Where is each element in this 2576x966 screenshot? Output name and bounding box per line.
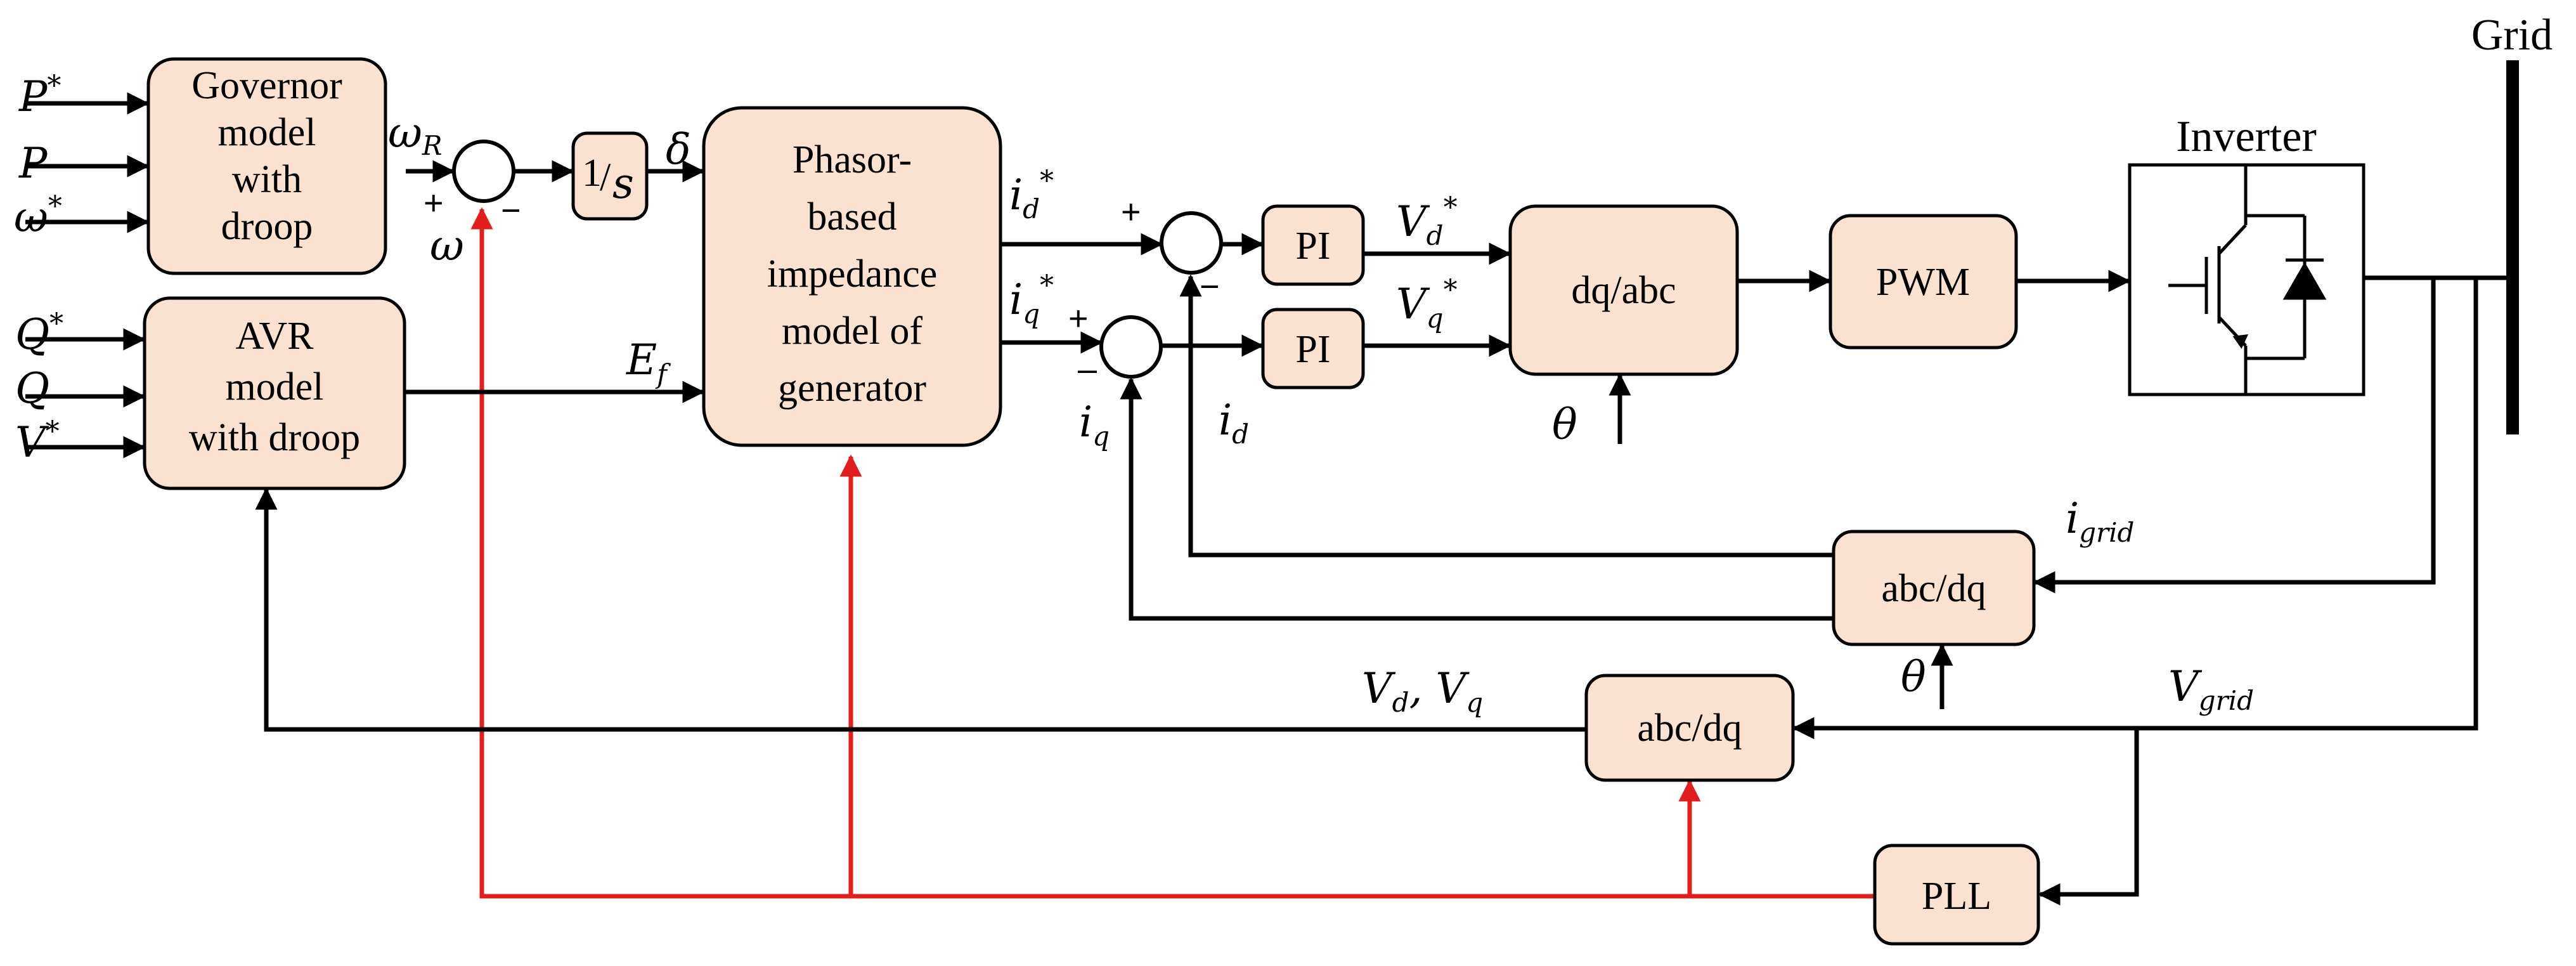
dq-abc-transform-block: dq/abc — [1508, 204, 1739, 376]
phasor-impedance-generator-block: Phasor- based impedance model of generat… — [702, 106, 1002, 447]
phasor-label-line-4: model of — [782, 310, 922, 353]
phasor-label-line-5: generator — [778, 367, 926, 410]
grid-title: Grid — [2471, 11, 2553, 60]
governor-label-line-2: model — [218, 111, 316, 154]
label-id-ref: id* — [1009, 165, 1054, 225]
label-vd-ref: Vd* — [1396, 192, 1458, 251]
inverter-title: Inverter — [2176, 112, 2317, 161]
phasor-label-line-2: based — [807, 195, 896, 238]
summing-junction-id — [1160, 211, 1223, 275]
junction-signs: + − + − + – — [424, 184, 1220, 388]
phasor-label-line-3: impedance — [767, 252, 938, 296]
inverter-block: Inverter — [2128, 112, 2366, 396]
integrator-slash: / — [600, 156, 611, 199]
input-p: P — [18, 139, 48, 188]
label-iq: iq — [1079, 398, 1110, 452]
pi-controller-q-block: PI — [1261, 308, 1365, 389]
pll-label: PLL — [1922, 875, 1991, 918]
abc-dq-current-block: abc/dq — [1832, 530, 2036, 646]
label-omega: ω — [430, 221, 464, 270]
sign-minus-iq: – — [1078, 350, 1097, 388]
pi-d-label: PI — [1295, 225, 1330, 268]
label-id: id — [1219, 396, 1249, 450]
sign-plus-id-ref: + — [1121, 193, 1141, 231]
label-i-grid: igrid — [2066, 494, 2134, 548]
summing-junction-omega — [452, 140, 515, 203]
integrator-numerator: 1 — [582, 152, 602, 195]
avr-label-line-1: AVR — [236, 315, 314, 358]
sign-plus-iq-ref: + — [1068, 299, 1089, 337]
governor-block: Governor model with droop — [146, 57, 387, 275]
sign-minus-id: − — [1200, 268, 1220, 306]
label-v-grid: Vgrid — [2168, 662, 2254, 716]
pi-q-label: PI — [1295, 328, 1330, 371]
pll-theta-feedback-lines — [470, 207, 1874, 899]
label-ef: Ef — [626, 336, 671, 389]
governor-label-line-3: with — [232, 158, 302, 201]
avr-label-line-3: with droop — [189, 416, 360, 459]
grid-bus-bar — [2506, 60, 2519, 434]
pll-block: PLL — [1873, 844, 2040, 946]
integrator-block: 1 / s — [571, 131, 649, 221]
label-iq-ref: iq* — [1009, 270, 1054, 329]
label-theta-dq-abc: θ — [1552, 400, 1577, 449]
abc-dq-current-label: abc/dq — [1881, 567, 1986, 610]
avr-block: AVR model with droop — [143, 296, 406, 490]
phasor-label-line-1: Phasor- — [793, 138, 912, 181]
abc-dq-voltage-block: abc/dq — [1584, 674, 1795, 782]
label-delta: δ — [666, 125, 691, 174]
signal-wires — [25, 92, 2512, 906]
label-vq-ref: Vq* — [1396, 274, 1458, 334]
signal-labels: ωR ω δ Ef id* iq* iq id Vd* Vq* θ θ igri… — [388, 108, 2254, 718]
sign-minus-omega: − — [501, 192, 521, 230]
pi-controller-d-block: PI — [1261, 204, 1365, 286]
igbt-diode-icon — [2168, 165, 2327, 395]
governor-label-line-1: Governor — [191, 64, 342, 107]
dq-abc-label: dq/abc — [1571, 269, 1676, 312]
sign-plus-omega-r: + — [424, 184, 444, 222]
input-labels: P* P ω* Q* Q V* — [14, 70, 63, 467]
input-omega-ref: ω* — [14, 190, 62, 242]
governor-label-line-4: droop — [221, 205, 313, 248]
input-q: Q — [15, 364, 49, 413]
avr-label-line-2: model — [226, 365, 324, 408]
abc-dq-voltage-label: abc/dq — [1637, 707, 1742, 750]
pwm-label: PWM — [1876, 261, 1970, 304]
label-theta-abc-dq: θ — [1901, 653, 1926, 702]
input-v-ref: V* — [15, 415, 60, 467]
input-p-ref: P* — [18, 70, 61, 122]
pwm-block: PWM — [1828, 214, 2018, 349]
summing-junction-iq — [1099, 315, 1163, 379]
input-q-ref: Q* — [15, 308, 63, 360]
label-omega-r: ωR — [388, 108, 442, 161]
integrator-denominator: s — [612, 159, 634, 208]
label-vd-vq: Vd, Vq — [1362, 664, 1483, 718]
